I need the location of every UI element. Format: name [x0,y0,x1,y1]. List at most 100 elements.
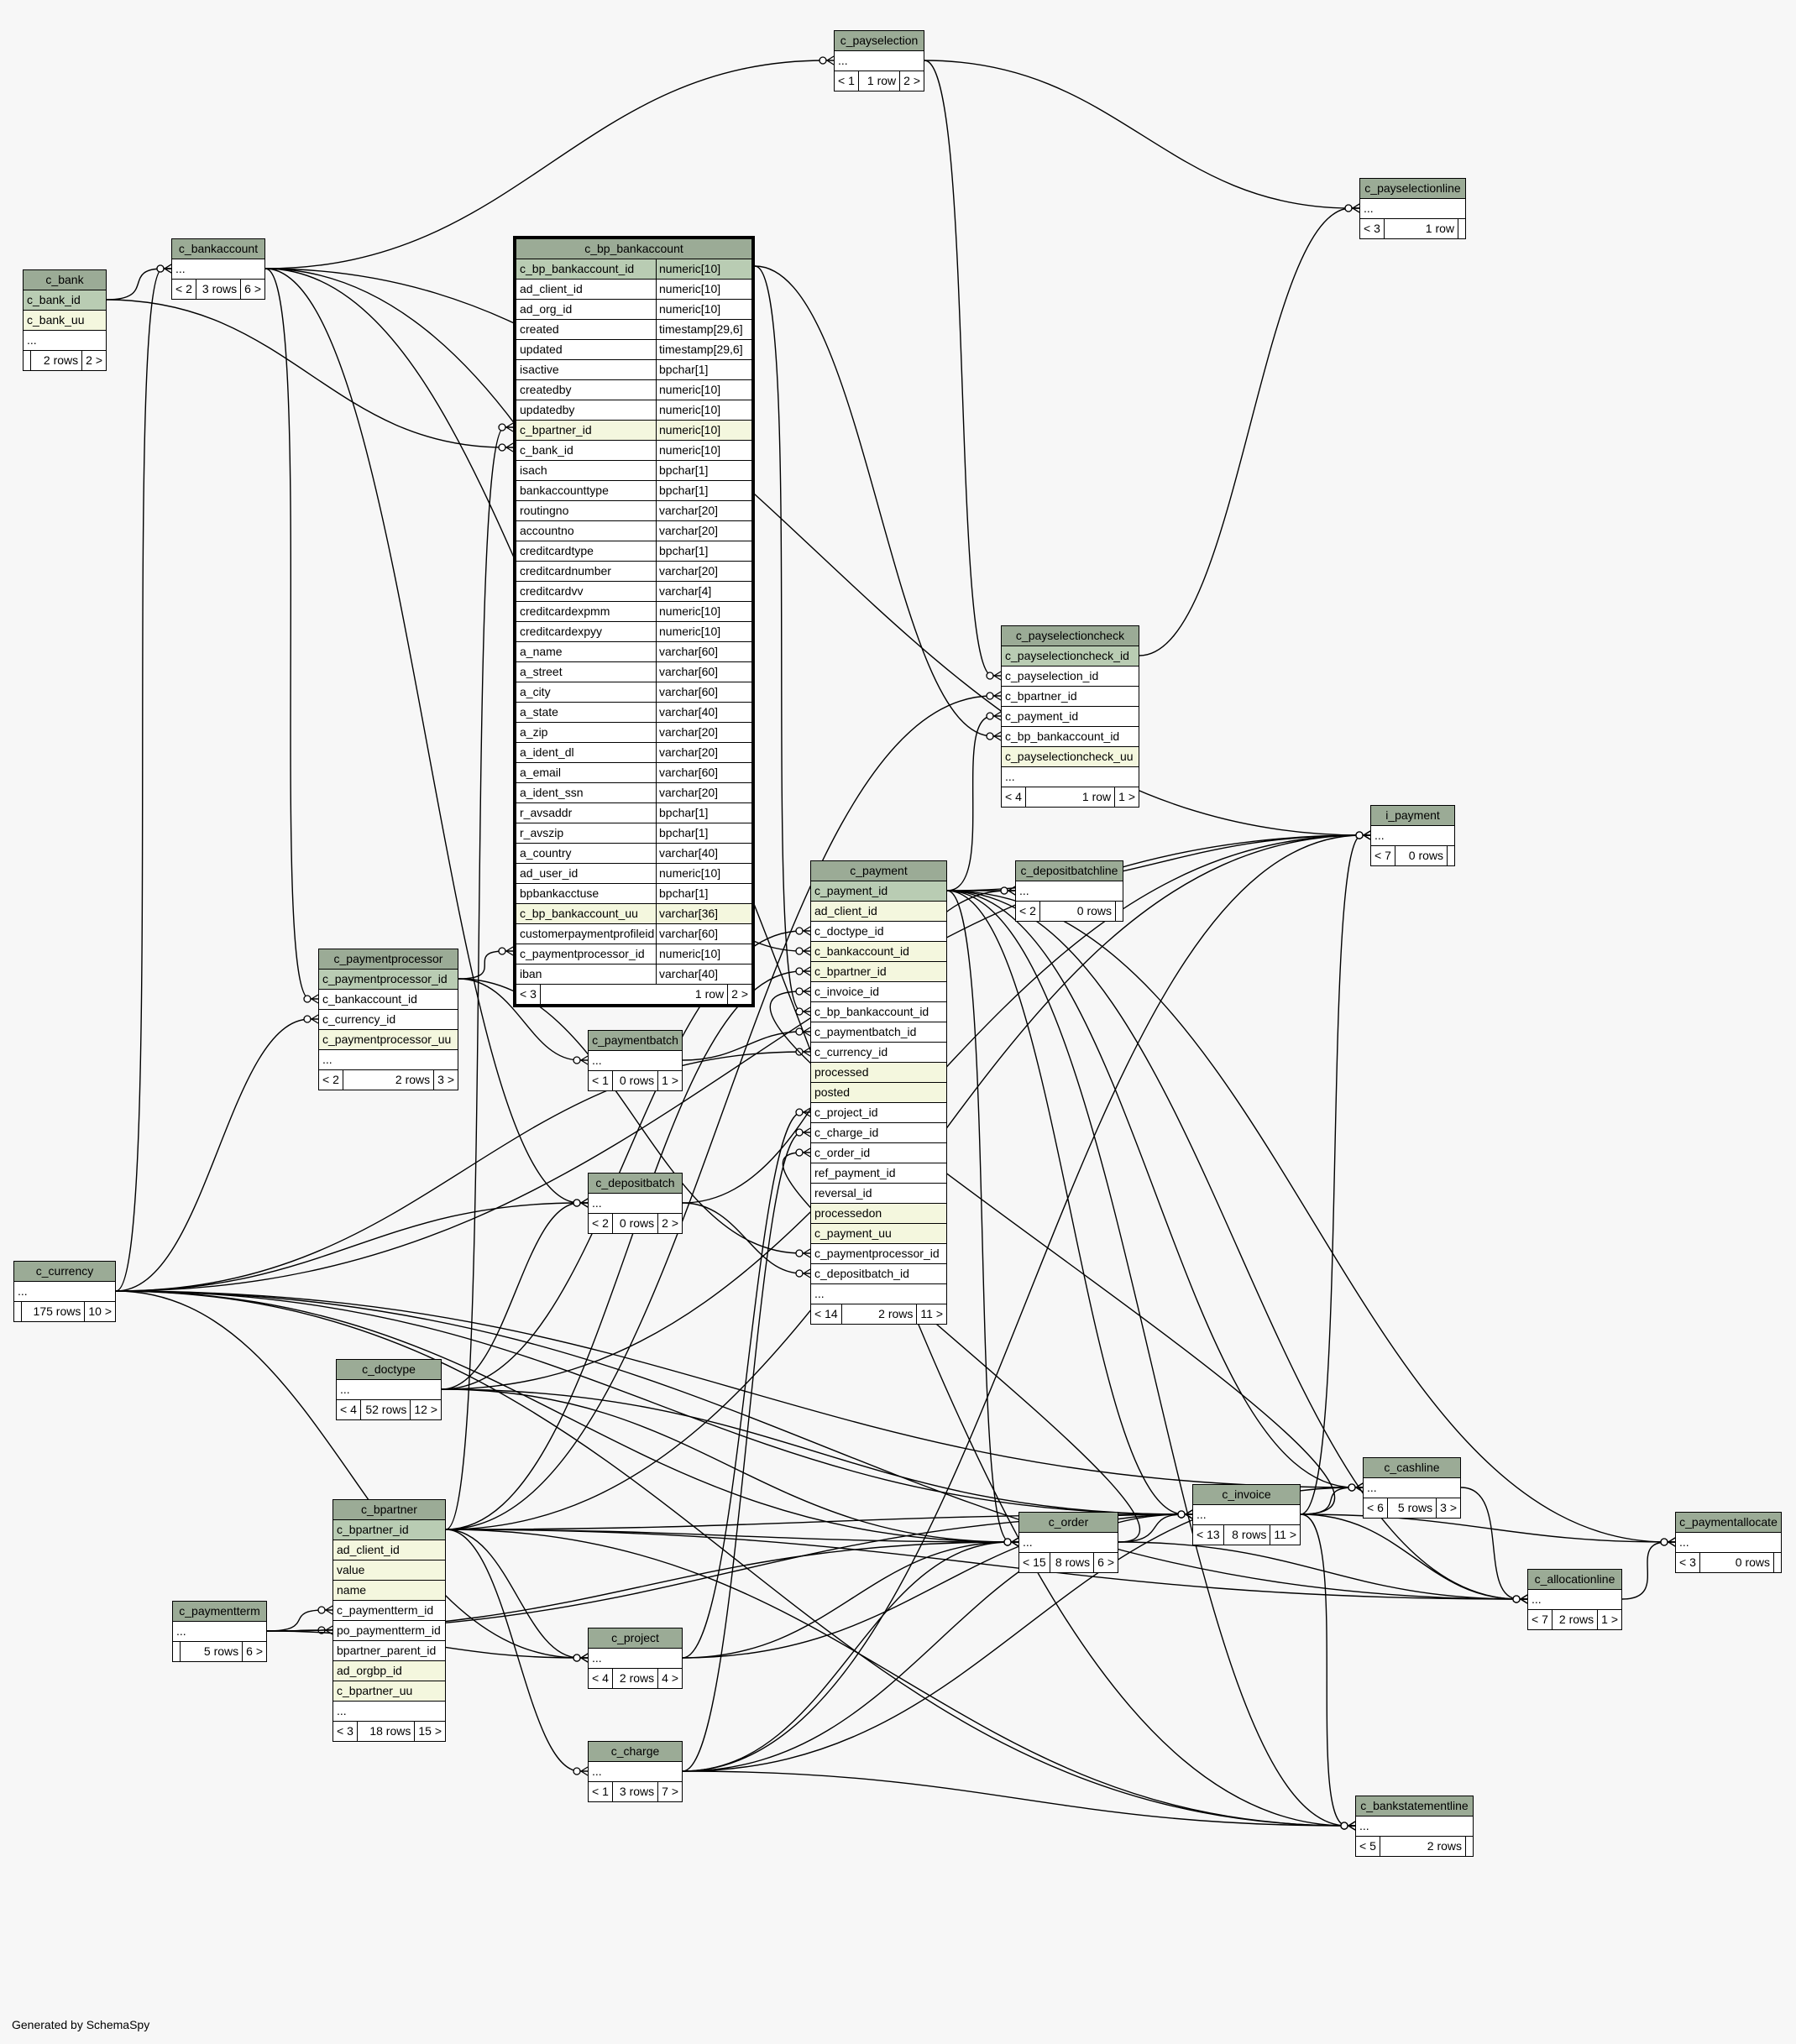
table-title[interactable]: c_payment [811,861,946,881]
parents-link[interactable]: < 1 [589,1071,613,1090]
table-title[interactable]: c_allocationline [1528,1570,1621,1590]
children-link[interactable]: 1 > [1601,1613,1618,1626]
table-title[interactable]: c_bankaccount [172,239,264,259]
column-row[interactable]: c_bpartner_id [811,962,946,982]
children-link[interactable]: 4 > [662,1671,678,1685]
parents-link[interactable] [173,1642,181,1661]
more-columns[interactable]: ... [1360,199,1465,219]
column-row[interactable]: c_payment_id [1002,707,1139,727]
column-row[interactable]: c_bankaccount_id [811,942,946,962]
table-title[interactable]: c_depositbatch [589,1174,682,1194]
table-title[interactable]: c_bank [24,270,106,290]
column-row[interactable]: processed [811,1063,946,1083]
parents-link[interactable]: < 4 [589,1669,613,1688]
children-link[interactable]: 2 > [903,74,920,87]
column-row[interactable]: c_order_id [811,1143,946,1163]
parents-link[interactable] [24,351,31,370]
parents-link[interactable]: < 7 [1371,846,1395,865]
parents-link[interactable]: < 2 [319,1070,343,1090]
column-row[interactable]: processedon [811,1204,946,1224]
children-link[interactable] [1448,846,1454,865]
parents-link[interactable]: < 7 [1528,1610,1553,1629]
column-row[interactable]: c_doctype_id [811,922,946,942]
column-row[interactable]: reversal_id [811,1184,946,1204]
column-row[interactable]: c_payselectioncheck_uu [1002,747,1139,767]
more-columns[interactable]: ... [811,1284,946,1304]
table-title[interactable]: c_order [1019,1513,1118,1533]
parents-link[interactable]: < 3 [1676,1553,1700,1572]
column-row[interactable]: ad_orgbp_id [333,1661,445,1681]
parents-link[interactable]: < 13 [1193,1525,1224,1545]
table-title[interactable]: c_invoice [1193,1485,1300,1505]
table-title[interactable]: c_depositbatchline [1016,861,1123,881]
more-columns[interactable]: ... [1356,1817,1473,1837]
column-row[interactable]: c_paymentprocessor_id [811,1244,946,1264]
more-columns[interactable]: ... [337,1380,441,1400]
children-link[interactable]: 1 > [1118,790,1135,803]
column-row[interactable]: ad_client_id [333,1540,445,1560]
column-row[interactable]: c_payselection_id [1002,667,1139,687]
column-row[interactable]: c_bpartner_uu [333,1681,445,1702]
children-link[interactable] [1466,1837,1473,1856]
table-title[interactable]: c_bankstatementline [1356,1796,1473,1817]
parents-link[interactable]: < 4 [1002,787,1026,807]
more-columns[interactable]: ... [1019,1533,1118,1553]
table-title[interactable]: c_doctype [337,1360,441,1380]
table-title[interactable]: c_paymentprocessor [319,949,458,970]
children-link[interactable]: 2 > [86,353,102,367]
children-link[interactable] [1116,902,1123,921]
parents-link[interactable]: < 6 [1364,1498,1388,1518]
children-link[interactable]: 2 > [662,1216,678,1230]
column-row[interactable]: c_bp_bankaccount_id [811,1002,946,1022]
column-row[interactable]: c_project_id [811,1103,946,1123]
parents-link[interactable]: < 14 [811,1304,842,1324]
parents-link[interactable]: < 5 [1356,1837,1380,1856]
column-row[interactable]: c_currency_id [319,1010,458,1030]
column-row[interactable]: c_bp_bankaccount_id [1002,727,1139,747]
column-row[interactable]: c_bankaccount_id [319,990,458,1010]
more-columns[interactable]: ... [589,1762,682,1782]
children-link[interactable]: 7 > [662,1785,678,1798]
column-row[interactable]: posted [811,1083,946,1103]
parents-link[interactable]: < 3 [1360,219,1385,238]
parents-link[interactable]: < 3 [516,985,541,1004]
children-link[interactable] [1458,219,1465,238]
column-row[interactable]: c_payment_id [811,881,946,902]
more-columns[interactable]: ... [333,1702,445,1722]
parents-link[interactable]: < 4 [337,1400,361,1419]
column-row[interactable]: c_depositbatch_id [811,1264,946,1284]
more-columns[interactable]: ... [1016,881,1123,902]
table-title[interactable]: c_currency [14,1262,115,1282]
children-link[interactable]: 6 > [1097,1555,1114,1569]
column-row[interactable]: c_bank_uu [24,311,106,331]
